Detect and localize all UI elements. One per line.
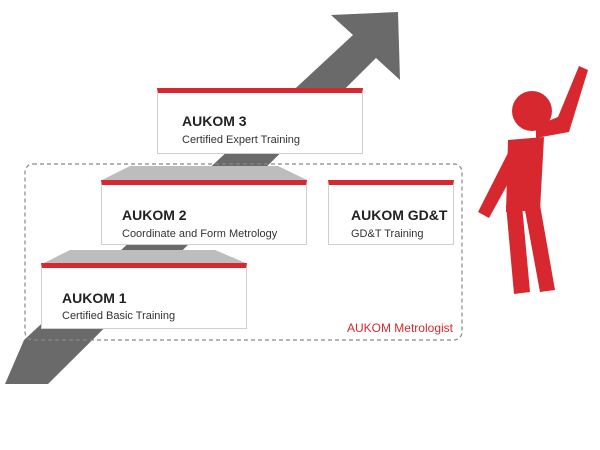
aukom1-title: AUKOM 1	[62, 290, 127, 306]
step-shadow-2	[102, 166, 307, 180]
aukom1-subtitle: Certified Basic Training	[62, 310, 176, 322]
aukom3-subtitle: Certified Expert Training	[182, 134, 300, 146]
metrologist-group-label: AUKOM Metrologist	[346, 321, 453, 335]
gdt-card[interactable]: AUKOM GD&T GD&T Training	[328, 180, 454, 245]
aukom2-subtitle: Coordinate and Form Metrology	[122, 228, 278, 240]
aukom3-title: AUKOM 3	[182, 113, 247, 129]
cheering-person-icon	[478, 66, 588, 294]
aukom2-card[interactable]: AUKOM 2 Coordinate and Form Metrology	[101, 180, 307, 245]
aukom3-card[interactable]: AUKOM 3 Certified Expert Training	[157, 88, 363, 154]
aukom1-card[interactable]: AUKOM 1 Certified Basic Training	[41, 263, 247, 329]
gdt-subtitle: GD&T Training	[351, 228, 424, 240]
metrologist-group-frame	[24, 163, 463, 341]
aukom2-title: AUKOM 2	[122, 207, 187, 223]
gdt-title: AUKOM GD&T	[351, 207, 448, 223]
step-shadow-1	[42, 250, 248, 264]
